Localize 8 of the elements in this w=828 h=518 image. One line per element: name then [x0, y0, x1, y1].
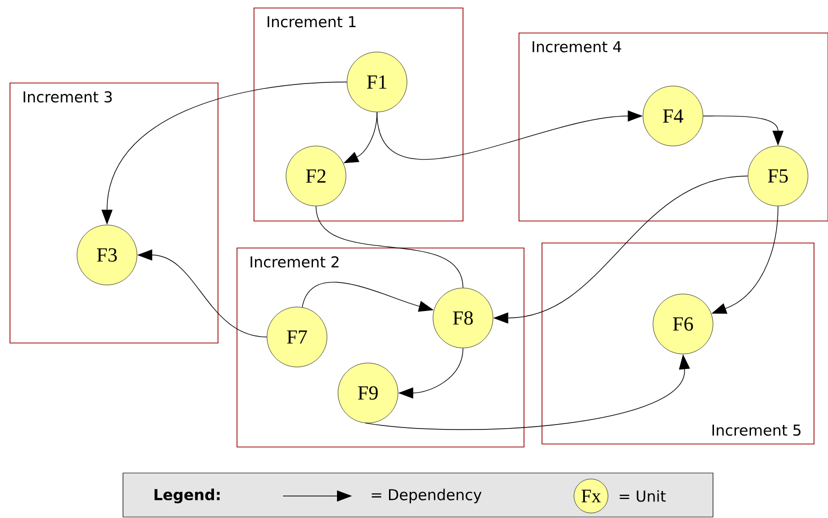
- legend-text: = Dependency: [372, 488, 482, 504]
- increment-label: Increment 5: [712, 424, 800, 436]
- legend-text: = Unit: [620, 490, 666, 502]
- increment-label: Increment 4: [532, 41, 622, 52]
- legend-title: Legend:: [154, 488, 220, 504]
- increment-label: Increment 1: [268, 16, 356, 28]
- increment-label: Increment 2: [250, 256, 338, 268]
- increment-label: Increment 3: [24, 91, 112, 103]
